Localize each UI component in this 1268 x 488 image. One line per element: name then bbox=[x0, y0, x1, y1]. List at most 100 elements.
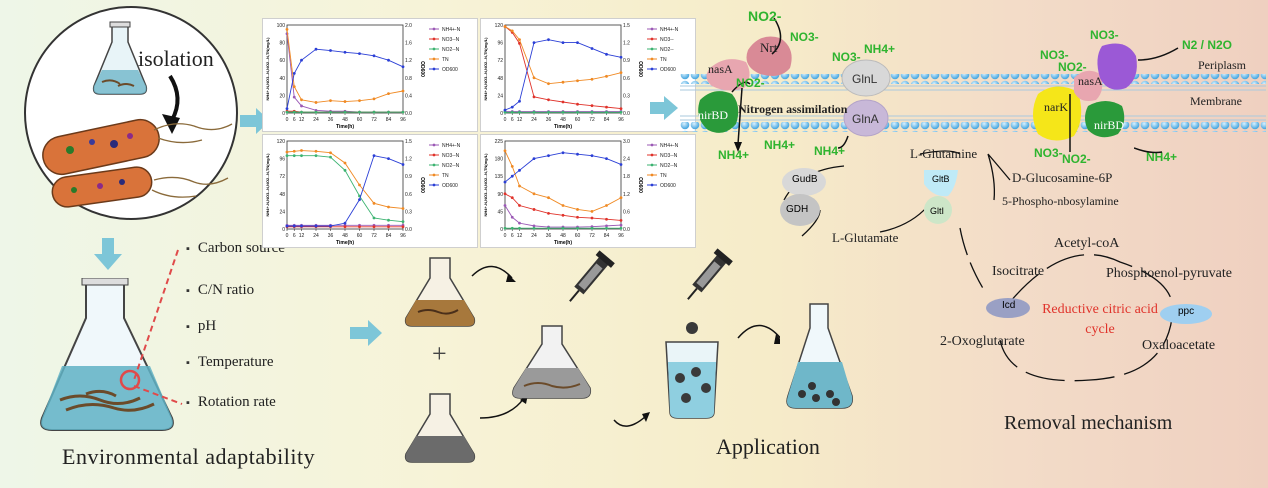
series-line bbox=[504, 205, 622, 228]
legend-label: NO3-- bbox=[660, 37, 674, 43]
y-tick-label: 72 bbox=[279, 174, 285, 180]
data-point bbox=[532, 226, 536, 230]
x-tick-label: 96 bbox=[618, 233, 624, 239]
legend-label: NO2--N bbox=[660, 163, 678, 169]
data-point bbox=[503, 149, 507, 153]
legend-marker bbox=[650, 27, 654, 31]
isocitrate-label: Isocitrate bbox=[992, 264, 1045, 279]
x-tick-label: 6 bbox=[511, 117, 514, 123]
legend-label: NH4+-N bbox=[660, 27, 679, 33]
legend-marker bbox=[432, 47, 436, 51]
data-point bbox=[619, 223, 623, 227]
cycle-label: Reductive citric acid cycle bbox=[1042, 302, 1158, 337]
data-point bbox=[358, 52, 361, 55]
y2-tick-label: 0.9 bbox=[623, 58, 630, 64]
data-point bbox=[285, 110, 289, 114]
legend-label: TN bbox=[660, 173, 667, 179]
data-point bbox=[518, 184, 521, 188]
gln-proteins bbox=[837, 59, 891, 149]
data-point bbox=[300, 58, 303, 62]
legend-label: NO3--N bbox=[442, 153, 460, 159]
ion-nh4-d: NH4+ bbox=[864, 42, 896, 56]
acetyl-label: Acetyl-coA bbox=[1054, 236, 1120, 251]
series-line bbox=[504, 39, 622, 111]
data-point bbox=[619, 226, 623, 230]
legend-marker bbox=[432, 27, 436, 31]
y-tick-label: 120 bbox=[495, 23, 504, 29]
y2-tick-label: 1.2 bbox=[405, 157, 412, 163]
data-point bbox=[532, 157, 536, 160]
data-point bbox=[329, 151, 332, 155]
y-tick-label: 72 bbox=[497, 58, 503, 64]
factor-rotation: Rotation rate bbox=[186, 394, 276, 411]
culture-flask bbox=[40, 278, 174, 431]
x-tick-label: 24 bbox=[313, 117, 319, 123]
data-point bbox=[619, 196, 623, 200]
data-point bbox=[532, 95, 536, 99]
y-tick-label: 40 bbox=[279, 76, 285, 82]
icd-enzyme bbox=[986, 298, 1030, 318]
membrane-label: Membrane bbox=[1190, 94, 1242, 108]
y-tick-label: 96 bbox=[279, 157, 285, 163]
arrow-right-icon bbox=[650, 96, 678, 120]
nirbd2-protein bbox=[1085, 101, 1125, 138]
x-tick-label: 72 bbox=[589, 233, 595, 239]
ion-nh4-b: NH4+ bbox=[764, 138, 796, 152]
data-point bbox=[343, 221, 347, 225]
data-point bbox=[532, 208, 536, 211]
x-tick-label: 12 bbox=[299, 233, 305, 239]
data-point bbox=[372, 201, 376, 205]
y2-tick-label: 1.6 bbox=[405, 41, 412, 47]
y-tick-label: 60 bbox=[279, 58, 285, 64]
data-point bbox=[547, 98, 550, 102]
y2-tick-label: 1.5 bbox=[405, 139, 412, 145]
data-point bbox=[314, 110, 318, 114]
legend-marker bbox=[432, 173, 436, 177]
x-tick-label: 96 bbox=[400, 117, 406, 123]
data-point bbox=[314, 224, 318, 228]
flask-icon bbox=[786, 303, 854, 409]
legend-label: NO2--N bbox=[442, 163, 460, 169]
data-point bbox=[343, 225, 347, 229]
plus-sign: + bbox=[432, 339, 447, 368]
data-point bbox=[292, 110, 296, 114]
data-point bbox=[387, 58, 390, 62]
legend-marker bbox=[650, 57, 654, 61]
isolation-label: isolation bbox=[138, 46, 214, 71]
data-point bbox=[372, 97, 376, 101]
ion-n2: N2 / N2O bbox=[1182, 38, 1233, 52]
data-point bbox=[387, 225, 390, 229]
data-point bbox=[503, 110, 507, 114]
data-point bbox=[372, 110, 376, 114]
arrow-right-icon bbox=[350, 320, 382, 346]
y-tick-label: 80 bbox=[279, 41, 285, 47]
y2-tick-label: 1.5 bbox=[623, 23, 630, 29]
y-tick-label: 120 bbox=[277, 139, 286, 145]
series-line bbox=[286, 48, 404, 109]
data-point bbox=[619, 71, 623, 75]
data-point bbox=[518, 221, 521, 225]
y2-tick-label: 0.0 bbox=[623, 227, 630, 233]
data-point bbox=[387, 110, 390, 114]
data-point bbox=[358, 99, 361, 103]
data-point bbox=[292, 85, 296, 88]
data-point bbox=[314, 101, 318, 104]
y-tick-label: 48 bbox=[279, 192, 285, 198]
data-point bbox=[510, 165, 514, 168]
mechanism-caption: Removal mechanism bbox=[1004, 412, 1173, 434]
data-point bbox=[314, 47, 318, 51]
x-tick-label: 96 bbox=[400, 233, 406, 239]
arrow-down-icon bbox=[94, 238, 122, 270]
periplasm-label: Periplasm bbox=[1198, 58, 1246, 72]
y2-tick-label: 0.4 bbox=[405, 93, 412, 99]
nasa2-protein bbox=[1074, 70, 1103, 101]
data-point bbox=[285, 224, 289, 228]
y2-tick-label: 0.3 bbox=[405, 209, 412, 215]
data-point bbox=[590, 110, 594, 114]
legend-marker bbox=[650, 173, 654, 177]
data-point bbox=[590, 77, 594, 81]
beaker-icon bbox=[665, 322, 719, 419]
data-point bbox=[590, 210, 594, 213]
data-point bbox=[300, 154, 303, 158]
legend-marker bbox=[650, 153, 654, 157]
